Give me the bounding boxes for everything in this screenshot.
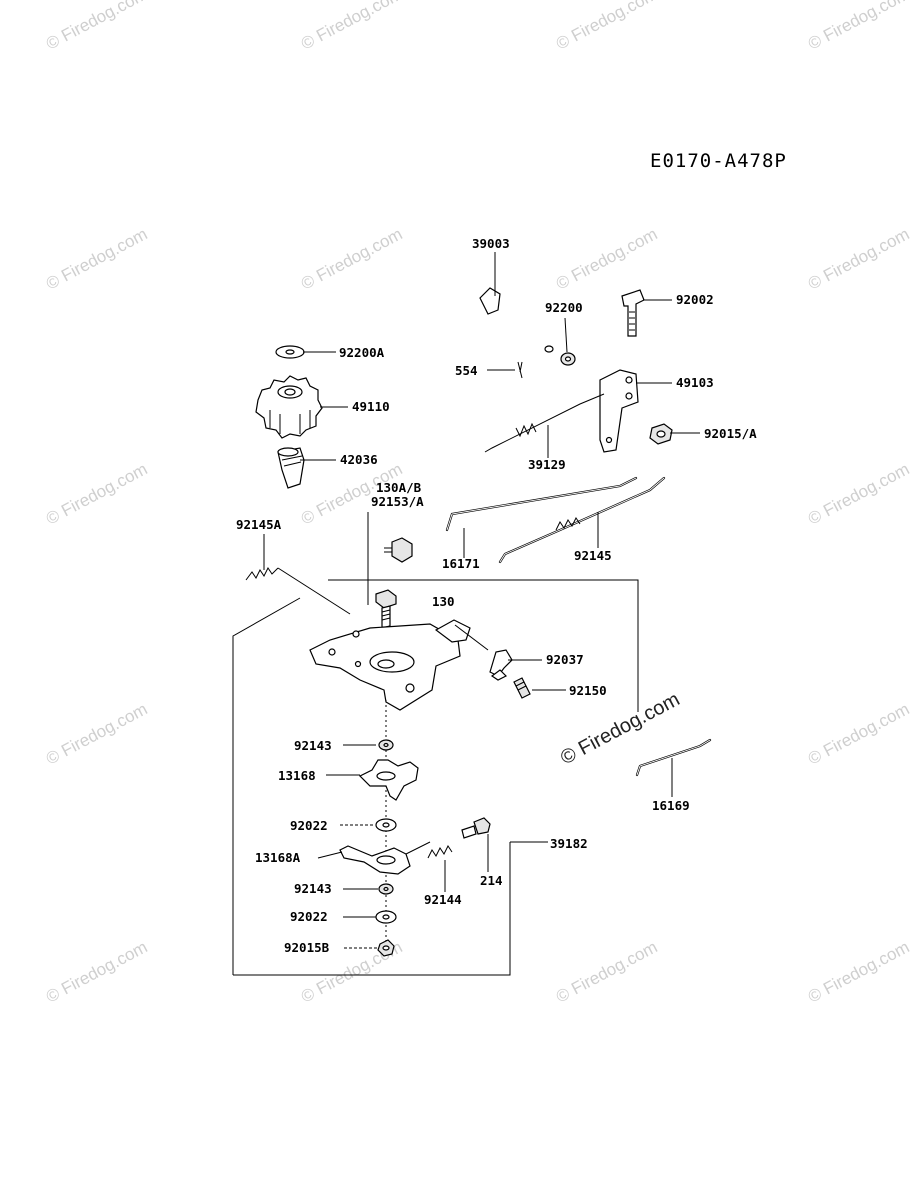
spring-rod-39129 (484, 393, 605, 453)
label-92145: 92145 (574, 548, 612, 563)
label-92143-bot: 92143 (294, 881, 332, 896)
leader-lines (263, 252, 700, 949)
washer-92200a (275, 345, 305, 359)
label-92022-top: 92022 (290, 818, 328, 833)
label-49110: 49110 (352, 399, 390, 414)
watermark: © Firedog.com (805, 0, 913, 54)
governor-gear-49110 (255, 375, 323, 439)
watermark: © Firedog.com (43, 0, 151, 54)
watermark: © Firedog.com (43, 937, 151, 1006)
governor-plate (309, 619, 471, 711)
label-13168a: 13168A (255, 850, 301, 865)
label-92002: 92002 (676, 292, 714, 307)
washer-92022-top (375, 818, 397, 832)
label-554: 554 (455, 363, 478, 378)
watermark-grid: © Firedog.com © Firedog.com © Firedog.co… (43, 0, 913, 1007)
label-92150: 92150 (569, 683, 607, 698)
label-130ab: 130A/B (376, 480, 422, 495)
watermark: © Firedog.com (805, 699, 913, 768)
spring-92144 (427, 845, 453, 859)
rod-16169 (635, 738, 712, 777)
label-92144: 92144 (424, 892, 462, 907)
washer-92022-bot (375, 910, 397, 924)
bolt-92002 (621, 289, 645, 337)
control-shaft-39003 (479, 287, 554, 353)
bracket-92037 (489, 649, 513, 681)
watermark: © Firedog.com (553, 0, 661, 54)
assembly-bracket-39182 (232, 579, 639, 976)
label-214: 214 (480, 873, 503, 888)
washer-92143-top (378, 739, 394, 751)
label-13168: 13168 (278, 768, 316, 783)
arm-13168a (339, 841, 431, 875)
label-49103: 49103 (676, 375, 714, 390)
label-16169: 16169 (652, 798, 690, 813)
watermark: © Firedog.com (805, 224, 913, 293)
label-130: 130 (432, 594, 455, 609)
label-92145a: 92145A (236, 517, 282, 532)
watermark: © Firedog.com (553, 224, 661, 293)
watermark: © Firedog.com (298, 0, 406, 54)
label-39182: 39182 (550, 836, 588, 851)
screw-92150 (513, 677, 531, 699)
governor-sleeve-42036 (277, 447, 305, 489)
label-92022-bot: 92022 (290, 909, 328, 924)
washer-92200 (560, 352, 576, 366)
part-labels: 39003 92200 92002 554 49103 92015/A 3912… (236, 236, 757, 955)
pin-554 (517, 361, 523, 379)
spring-link-92145 (498, 476, 666, 564)
label-39129: 39129 (528, 457, 566, 472)
label-92143-top: 92143 (294, 738, 332, 753)
label-92015b: 92015B (284, 940, 330, 955)
watermark: © Firedog.com (805, 459, 913, 528)
watermark: © Firedog.com (553, 937, 661, 1006)
bolt-92153a (384, 537, 413, 563)
label-92015a: 92015/A (704, 426, 757, 441)
watermark: © Firedog.com (43, 224, 151, 293)
bolt-130 (375, 589, 397, 629)
watermark: © Firedog.com (43, 699, 151, 768)
label-92200: 92200 (545, 300, 583, 315)
screw-214 (461, 817, 491, 839)
diagram-code: E0170-A478P (650, 150, 787, 172)
watermark: © Firedog.com (805, 937, 913, 1006)
washer-92143-bot (378, 883, 394, 895)
label-92153a: 92153/A (371, 494, 424, 509)
label-92200a: 92200A (339, 345, 385, 360)
nut-92015a (649, 423, 673, 445)
lever-49103 (599, 369, 639, 453)
link-rod-16171 (445, 476, 638, 532)
watermark: © Firedog.com (43, 459, 151, 528)
label-39003: 39003 (472, 236, 510, 251)
label-92037: 92037 (546, 652, 584, 667)
spring-92145a (245, 567, 351, 615)
label-16171: 16171 (442, 556, 480, 571)
watermark: © Firedog.com (298, 224, 406, 293)
nut-92015b (377, 939, 395, 957)
arm-13168 (358, 759, 419, 801)
label-42036: 42036 (340, 452, 378, 467)
